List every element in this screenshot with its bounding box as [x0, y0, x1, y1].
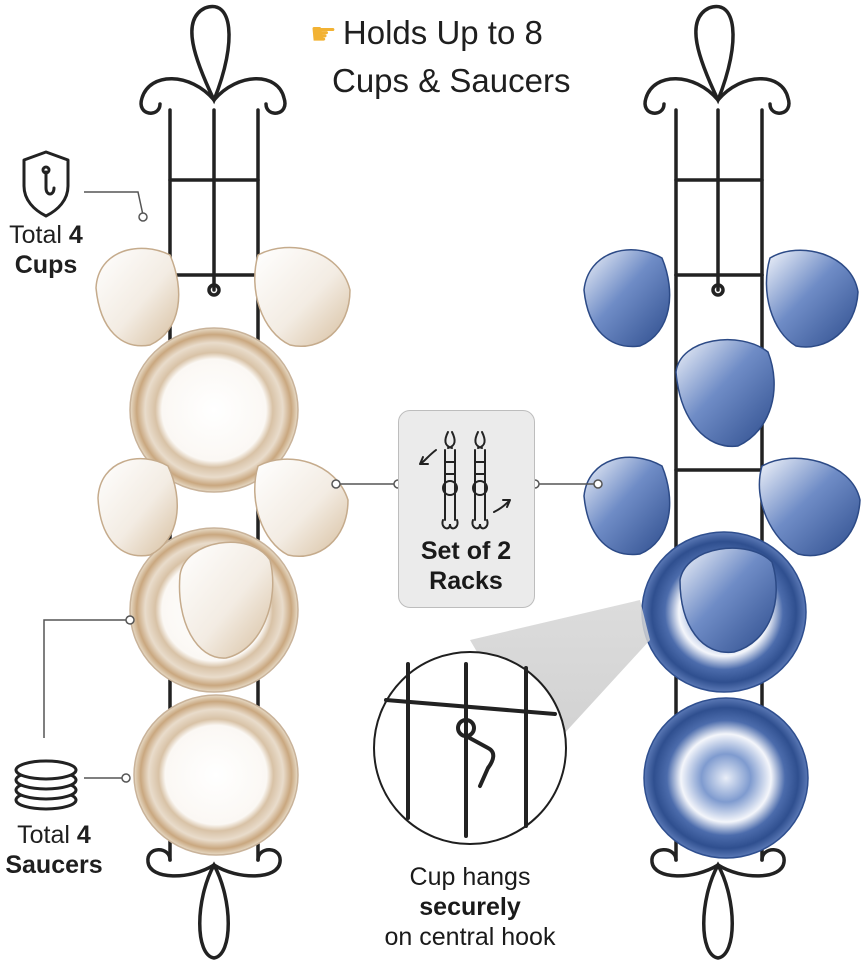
- cups-count: 4: [68, 221, 83, 249]
- blue-cup: [765, 249, 859, 348]
- hook-caption: Cup hangs securely on central hook: [360, 862, 580, 952]
- floral-saucer: [129, 327, 299, 493]
- saucers-label: Total 4 Saucers: [0, 820, 108, 880]
- blue-saucer: [643, 697, 809, 859]
- blue-cup: [675, 339, 775, 448]
- zoom-callout-beam: [470, 600, 650, 760]
- right-cups: [583, 249, 861, 654]
- floral-cup: [254, 458, 349, 557]
- pointing-hand-icon: ☛: [310, 18, 337, 51]
- saucers-noun: Saucers: [5, 851, 103, 879]
- headline-line1: Holds Up to 8: [342, 14, 543, 51]
- set-line1: Set of 2: [420, 537, 512, 565]
- cups-label: Total 4 Cups: [0, 220, 92, 280]
- left-cups: [95, 246, 351, 659]
- hook-caption-line1: Cup hangs: [409, 863, 531, 891]
- cups-noun: Cups: [14, 251, 78, 279]
- set-of-racks-card: [398, 410, 535, 608]
- floral-cup: [254, 246, 351, 347]
- saucers-count: 4: [76, 821, 91, 849]
- hook-caption-line2: securely: [419, 893, 521, 921]
- set-of-racks-label: Set of 2 Racks: [398, 536, 534, 596]
- headline: ☛Holds Up to 8 Cups & Saucers: [310, 10, 630, 104]
- saucers-prefix: Total: [17, 821, 70, 849]
- floral-cup: [178, 541, 274, 659]
- set-line2: Racks: [429, 567, 503, 595]
- blue-cup: [758, 457, 861, 557]
- shield-hook-icon: [22, 150, 70, 218]
- blue-cup: [583, 249, 671, 348]
- floral-saucer: [133, 694, 299, 856]
- floral-cup: [95, 247, 180, 347]
- headline-line2: Cups & Saucers: [332, 62, 571, 99]
- blue-cup: [679, 547, 777, 654]
- hook-caption-line3: on central hook: [384, 923, 556, 951]
- cups-prefix: Total: [9, 221, 62, 249]
- hook-detail-circle: [373, 651, 567, 845]
- central-hook-icon: [384, 662, 557, 838]
- blue-cup: [583, 456, 671, 556]
- floral-cup: [97, 458, 178, 557]
- saucer-stack-icon: [14, 759, 78, 811]
